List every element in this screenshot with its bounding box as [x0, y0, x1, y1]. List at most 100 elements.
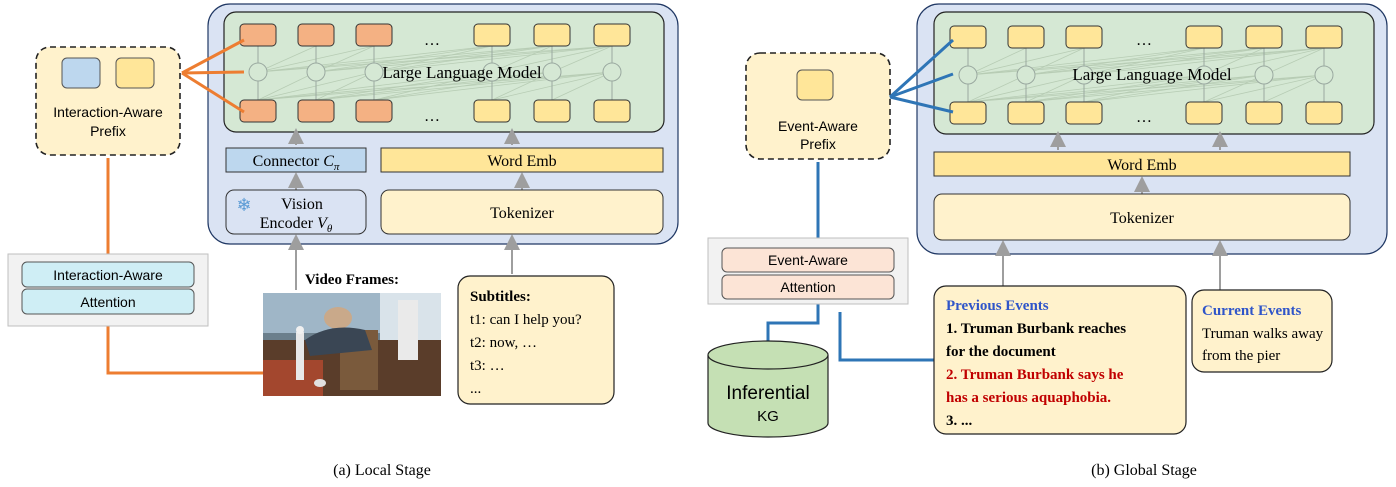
attention-line: [1025, 47, 1085, 76]
local-prefix-line1: Interaction-Aware: [53, 104, 163, 120]
subtitle-line: t2: now, …: [470, 335, 537, 351]
local-prefix-line2: Prefix: [90, 123, 126, 139]
attention-line: [1025, 74, 1085, 103]
inferential-kg-cylinder: [707, 340, 829, 438]
attention-line: [373, 71, 493, 101]
attention-line: [1203, 74, 1265, 103]
local-top-ellipsis: …: [424, 32, 440, 49]
llm-input-token: [239, 99, 277, 123]
global-stage: Large Language Model … … Word Emb Tokeni…: [707, 3, 1388, 479]
event-aware-attention-bottom: [721, 274, 895, 300]
current-events-box: [1191, 289, 1333, 373]
previous-event-line: has a serious aquaphobia.: [946, 390, 1111, 406]
current-event-line: Truman walks away: [1202, 326, 1324, 342]
llm-hidden-node: [1016, 65, 1036, 85]
attention-line: [1203, 47, 1265, 76]
global-prefix-line2: Prefix: [800, 136, 836, 152]
kg-line2: KG: [757, 408, 779, 425]
llm-output-token: [533, 23, 571, 47]
attention-line: [1263, 74, 1325, 103]
previous-events-box: [933, 285, 1187, 435]
previous-event-line: 2. Truman Burbank says he: [946, 367, 1124, 383]
vision-encoder-line1: Vision: [281, 196, 323, 213]
snowflake-icon: ❄: [236, 195, 251, 215]
attention-line: [967, 47, 1027, 76]
previous-event-line: 3. ...: [946, 413, 973, 429]
llm-input-token: [1007, 101, 1045, 125]
global-attention-line1: Event-Aware: [768, 252, 848, 268]
llm-output-token: [1185, 25, 1223, 49]
local-attention-line2: Attention: [80, 294, 135, 310]
llm-output-token: [1305, 25, 1343, 49]
local-llm-attention-lines: [257, 45, 613, 101]
attention-line: [373, 45, 613, 73]
attention-line: [257, 71, 317, 101]
interaction-aware-attention-top: [21, 261, 195, 288]
attention-line: [373, 71, 613, 101]
attention-line: [551, 71, 613, 101]
attention-line: [1083, 74, 1205, 103]
global-prefix-line1: Event-Aware: [778, 118, 858, 134]
local-tokenizer-label: Tokenizer: [490, 205, 554, 222]
attention-line: [257, 45, 317, 73]
attention-line: [1025, 47, 1205, 76]
global-attention-to-events-link: [838, 312, 934, 362]
connector-label: Connector Cπ: [253, 153, 340, 173]
llm-hidden-node: [958, 65, 978, 85]
local-stage-caption: (a) Local Stage: [333, 462, 431, 479]
llm-input-token: [533, 99, 571, 123]
llm-hidden-node: [1074, 65, 1094, 85]
global-llm-attention-lines: [967, 47, 1325, 103]
global-tokenizer-label: Tokenizer: [1110, 210, 1174, 227]
attention-line: [967, 74, 1205, 103]
current-events-title: Current Events: [1202, 303, 1301, 319]
attention-line: [373, 45, 553, 73]
llm-hidden-node: [364, 62, 384, 82]
global-word-emb-label: Word Emb: [1107, 157, 1176, 174]
llm-output-token: [239, 23, 277, 47]
local-prefix-links: [181, 38, 245, 114]
attention-line: [373, 45, 493, 73]
llm-input-token: [1245, 101, 1283, 125]
global-top-ellipsis: …: [1136, 32, 1152, 49]
subtitle-line: t3: …: [470, 358, 505, 374]
llm-input-token: [593, 99, 631, 123]
global-attention-to-kg-link: [766, 304, 820, 345]
vision-encoder-line2: Encoder Vθ: [260, 215, 333, 235]
attention-line: [1025, 74, 1205, 103]
attention-line: [491, 45, 553, 73]
attention-line: [315, 45, 375, 73]
llm-output-token: [473, 23, 511, 47]
attention-line: [1083, 74, 1265, 103]
subtitles-box: [457, 275, 615, 405]
llm-hidden-node: [306, 62, 326, 82]
llm-input-token: [355, 99, 393, 123]
attention-line: [967, 47, 1205, 76]
llm-input-token: [297, 99, 335, 123]
attention-line: [315, 45, 493, 73]
event-prefix-yellow-token: [796, 69, 834, 101]
llm-output-token: [949, 25, 987, 49]
llm-output-token: [355, 23, 393, 47]
current-event-line: from the pier: [1202, 348, 1280, 364]
llm-input-token: [1065, 101, 1103, 125]
prefix-blue-token: [61, 57, 101, 89]
llm-input-token: [473, 99, 511, 123]
previous-events-title: Previous Events: [946, 298, 1049, 314]
local-attention-to-frames-link: [106, 312, 263, 375]
attention-line: [1083, 47, 1205, 76]
global-stage-caption: (b) Global Stage: [1091, 462, 1197, 479]
attention-line: [1263, 47, 1325, 76]
llm-input-token: [949, 101, 987, 125]
attention-line: [967, 74, 1027, 103]
llm-output-token: [297, 23, 335, 47]
attention-line: [315, 71, 375, 101]
llm-hidden-node: [1254, 65, 1274, 85]
llm-hidden-node: [482, 62, 502, 82]
llm-hidden-node: [1194, 65, 1214, 85]
attention-line: [257, 45, 493, 73]
llm-hidden-node: [248, 62, 268, 82]
local-word-emb-label: Word Emb: [487, 153, 556, 170]
local-tokenizer-box: [380, 189, 664, 235]
attention-line: [315, 71, 493, 101]
